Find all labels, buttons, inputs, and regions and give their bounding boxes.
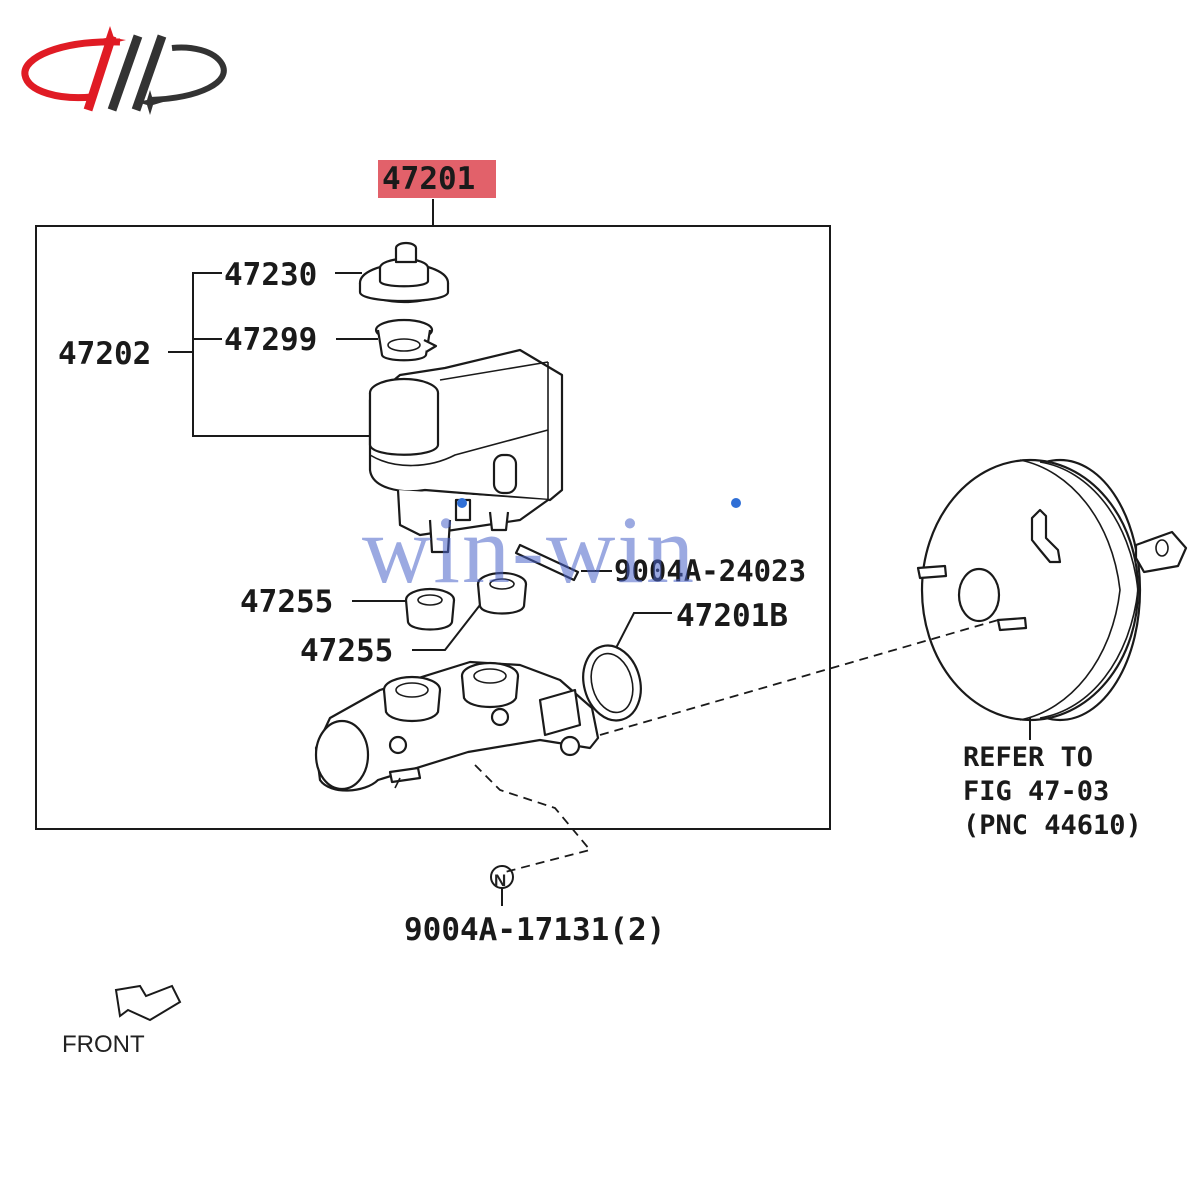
label-9004a-24023[interactable]: 9004A-24023 [614,554,806,588]
brake-booster [916,458,1188,722]
reference-line-1: REFER TO [963,742,1093,773]
master-cylinder [314,660,600,792]
title-part-label: 47201 [382,161,475,197]
reference-line-3: (PNC 44610) [963,810,1142,841]
reservoir-strainer [374,318,438,362]
reservoir-cap [358,241,450,304]
reservoir-tank [368,348,564,554]
assembly-dash-lines [474,619,1031,873]
front-indicator: FRONT [62,984,182,1058]
front-arrow-icon [114,984,182,1022]
grommet-left [404,587,456,631]
booster-reference-note[interactable]: REFER TO FIG 47-03 (PNC 44610) [963,742,1142,841]
label-47201b[interactable]: 47201B [676,598,788,634]
label-47299[interactable]: 47299 [224,322,317,358]
label-9004a-17131[interactable]: 9004A-17131(2) [404,912,665,948]
reference-line-2: FIG 47-03 [963,776,1109,807]
title-part-number[interactable]: 47201 [378,160,496,198]
nut-symbol-label: N [494,871,506,890]
front-label: FRONT [62,1031,145,1058]
o-ring [582,644,642,722]
retaining-pin [514,543,580,582]
leader-lines [168,272,672,651]
watermark: win-win [362,496,741,603]
label-47255-lower[interactable]: 47255 [300,633,393,669]
nut-symbol[interactable]: N [490,865,514,906]
assembly-frame [35,225,831,830]
watermark-text: win-win [362,496,696,603]
label-47255-upper[interactable]: 47255 [240,584,333,620]
label-47230[interactable]: 47230 [224,257,317,293]
label-47202[interactable]: 47202 [58,336,151,372]
brand-logo [21,26,227,115]
grommet-right [476,571,528,615]
